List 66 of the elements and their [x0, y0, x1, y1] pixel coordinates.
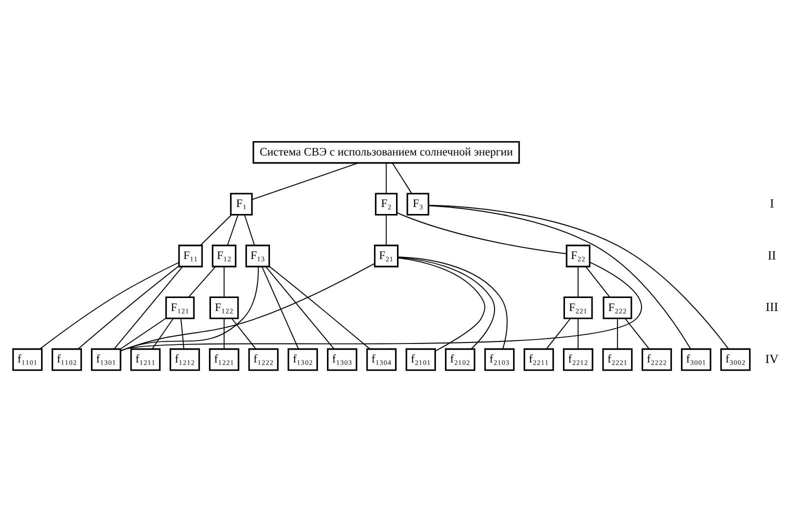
node-box: Система СВЭ с использованием солнечной энергии — [252, 140, 520, 164]
connector — [265, 266, 334, 349]
connector — [188, 266, 216, 297]
node-box: f₂₁₀₃ — [484, 348, 515, 370]
label: III — [766, 300, 778, 314]
connector — [268, 265, 370, 349]
node-box: f₂₂₂₂ — [642, 348, 672, 370]
connector — [152, 317, 174, 349]
node-box: f₁₂₂₂ — [248, 348, 279, 370]
connector — [616, 317, 618, 349]
connector — [231, 317, 256, 349]
node-box: f₁₂₁₁ — [130, 348, 161, 370]
node-box: f₁₃₀₄ — [366, 348, 397, 370]
node-box: F₁₁ — [178, 244, 203, 267]
connector — [224, 266, 225, 297]
connector — [78, 265, 180, 349]
node-box: F₁₂ — [212, 244, 236, 267]
node-box: F₃ — [406, 192, 430, 216]
node-box: F₁ — [230, 192, 253, 216]
connector — [120, 266, 259, 351]
connector — [578, 317, 579, 349]
node-box: f₂₂₁₁ — [524, 348, 554, 370]
connector — [120, 261, 642, 351]
node-box: f₁₃₀₃ — [326, 348, 358, 370]
connector — [180, 317, 184, 349]
connector — [244, 214, 255, 246]
node-box: F₂₂₁ — [563, 296, 593, 319]
label: I — [770, 196, 774, 210]
node-box: f₁₂₁₂ — [170, 348, 200, 370]
node-box: F₂₂₂ — [602, 296, 632, 319]
connector — [224, 317, 225, 349]
node-box: F₂ — [374, 192, 398, 216]
node-box: F₁₃ — [245, 244, 270, 267]
connector — [252, 162, 359, 200]
node-box: f₁₂₂₁ — [208, 348, 240, 370]
node-box: f₃₀₀₁ — [680, 348, 712, 370]
connector — [120, 262, 375, 351]
connector — [386, 214, 387, 246]
connector — [386, 162, 387, 194]
node-box: f₂₁₀₁ — [406, 348, 436, 370]
connector — [262, 266, 299, 349]
connector — [200, 214, 232, 246]
node-box: F₂₁ — [374, 244, 399, 267]
node-box: F₁₂₂ — [209, 296, 239, 319]
node-box: f₃₀₀₂ — [720, 348, 751, 370]
connector — [546, 317, 571, 349]
node-box: f₁₃₀₁ — [90, 348, 122, 370]
node-box: f₁₃₀₂ — [288, 348, 318, 370]
node-box: f₂₁₀₂ — [444, 348, 476, 370]
connector — [585, 266, 610, 297]
connector — [578, 266, 579, 297]
connector — [392, 162, 412, 194]
label: II — [768, 248, 776, 262]
node-box: F₂₂ — [566, 244, 590, 267]
node-box: F₁₂₁ — [165, 296, 195, 319]
node-box: f₁₁₀₁ — [12, 348, 43, 370]
connector — [39, 262, 180, 349]
connector — [227, 214, 239, 246]
connector — [396, 212, 568, 254]
node-box: f₁₁₀₂ — [52, 348, 82, 370]
node-box: f₂₂₂₁ — [602, 348, 633, 370]
label: IV — [765, 351, 778, 366]
connector — [120, 317, 166, 349]
node-box: f₂₂₁₂ — [562, 348, 594, 370]
connector — [624, 317, 650, 349]
connector — [114, 266, 183, 349]
